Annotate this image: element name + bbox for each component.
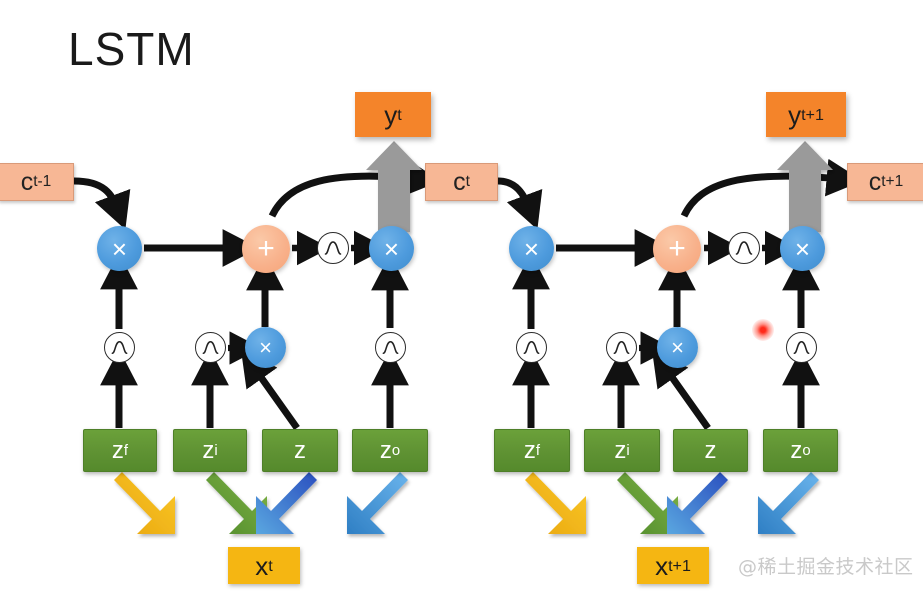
input-arrow-output-1: [347, 472, 408, 534]
cell-state-out-curve-1: [268, 158, 441, 218]
add-node-2: +: [653, 225, 701, 273]
sigmoid-input-node-1: [195, 332, 226, 363]
sigmoid-forget-node-1: [104, 332, 135, 363]
tanh-node-1: [317, 232, 349, 264]
page-title: LSTM: [68, 23, 195, 75]
input-arrow-output-2: [758, 472, 819, 534]
forget-multiply-node-2: ×: [509, 226, 554, 271]
tanh-node-2: [728, 232, 760, 264]
output-multiply-node-1: ×: [369, 226, 414, 271]
input-arrow-group-1: [114, 472, 408, 534]
input-arrow-forget-1: [114, 472, 175, 534]
z-to-inmul-2: [651, 348, 711, 431]
sigmoid-output-node-1: [375, 332, 406, 363]
input-arrow-cell-1: [256, 472, 317, 534]
input-arrow-cell-2: [667, 472, 728, 534]
gate-box-candidate-1: z: [262, 429, 338, 472]
add-node-1: +: [242, 225, 290, 273]
gate-box-candidate-2: z: [673, 429, 748, 472]
input-arrow-input-2: [617, 472, 678, 534]
output-multiply-node-2: ×: [780, 226, 825, 271]
input-multiply-node-1: ×: [245, 327, 286, 368]
output-arrow-2: [777, 141, 833, 232]
laser-pointer-dot: [752, 319, 774, 341]
input-multiply-node-2: ×: [657, 327, 698, 368]
watermark-text: @稀土掘金技术社区: [738, 556, 914, 578]
sigmoid-output-node-2: [786, 332, 817, 363]
forget-multiply-node-1: ×: [97, 226, 142, 271]
cell-state-in-curve-1: [73, 177, 131, 230]
input-arrow-input-1: [206, 472, 267, 534]
input-arrow-forget-2: [525, 472, 586, 534]
output-arrow-1: [366, 141, 422, 232]
cell-state-out-curve-2: [680, 158, 863, 218]
sigmoid-input-node-2: [606, 332, 637, 363]
z-to-inmul-1: [240, 348, 300, 431]
cell-state-in-curve-2: [497, 177, 543, 230]
sigmoid-forget-node-2: [516, 332, 547, 363]
input-arrow-group-2: [525, 472, 819, 534]
